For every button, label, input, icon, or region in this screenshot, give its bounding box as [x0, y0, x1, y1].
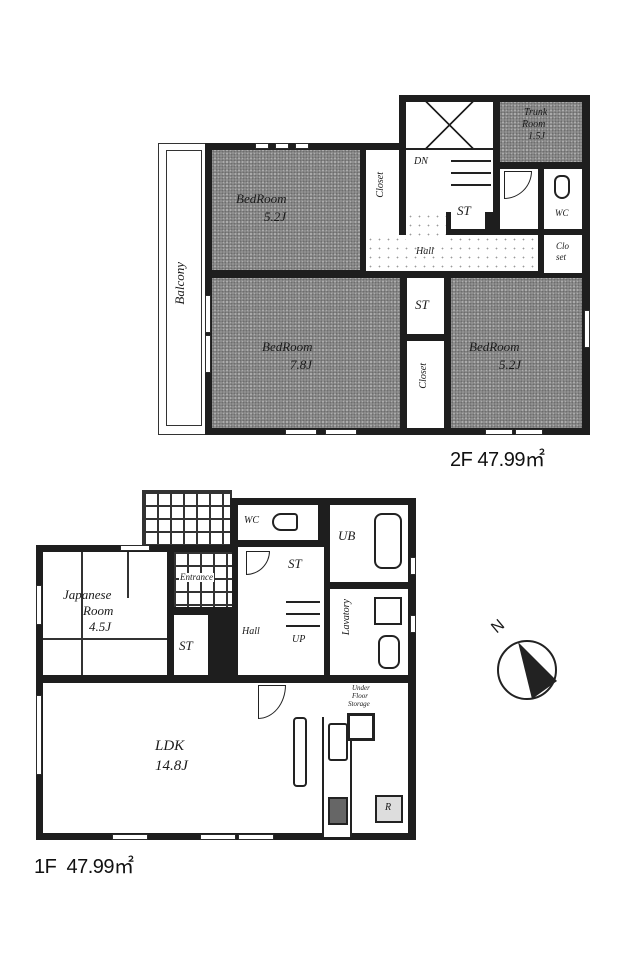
closet-2f-small-line1: Clo — [556, 241, 570, 251]
window — [36, 585, 42, 625]
japanese-room-line2: Room — [83, 603, 114, 618]
bedroom-nw: BedRoom 5.2J — [212, 150, 360, 270]
closet-2f-south: Closet — [407, 341, 444, 428]
storage-1f-hall-label: ST — [288, 556, 302, 571]
stair-up-label: UP — [292, 634, 306, 645]
window — [205, 335, 211, 373]
closet-2f-small-line2: set — [556, 252, 566, 262]
refrigerator-label: R — [385, 802, 392, 813]
window — [238, 834, 274, 840]
closet-2f-south-label: Closet — [418, 363, 429, 389]
closet-2f-small: Clo set — [544, 235, 582, 273]
wc-vestibule — [500, 169, 538, 229]
window — [36, 695, 42, 775]
closet-2f-north: Closet — [366, 150, 399, 238]
washing-machine-icon — [374, 597, 402, 625]
stairs-1f[interactable] — [286, 591, 320, 631]
window — [410, 557, 416, 575]
window — [200, 834, 236, 840]
storage-2f-north-label: ST — [457, 203, 471, 218]
closet-2f-north-label: Closet — [375, 172, 386, 198]
ldk-size: 14.8J — [155, 758, 188, 774]
bedroom-sw-label: BedRoom — [262, 339, 313, 354]
refrigerator: R — [375, 795, 403, 823]
window — [120, 545, 150, 551]
stairs-2f[interactable] — [451, 150, 491, 195]
unit-bath: UB — [330, 505, 408, 582]
area-label-1f: 1F 47.99㎡ — [34, 856, 134, 878]
stair-down-label: DN — [414, 156, 428, 167]
kitchen-counter — [322, 717, 352, 837]
hall-1f-label: Hall — [242, 626, 260, 637]
window — [285, 429, 317, 435]
balcony: Balcony — [158, 143, 210, 435]
window — [112, 834, 148, 840]
entrance-label: Entrance — [179, 572, 214, 583]
trunk-room-size: 1.5J — [528, 131, 545, 142]
storage-2f-north: ST — [451, 195, 485, 229]
window — [515, 429, 543, 435]
ldk-label: LDK — [155, 738, 185, 754]
balcony-label: Balcony — [172, 262, 187, 305]
entrance-porch — [142, 490, 232, 548]
trunk-room-line1: Trunk — [524, 107, 548, 118]
north-arrow-icon — [497, 640, 557, 700]
window — [205, 295, 211, 333]
toilet-icon — [554, 175, 570, 199]
bedroom-sw: BedRoom 7.8J — [212, 278, 400, 428]
bedroom-nw-size: 5.2J — [264, 209, 287, 224]
hall-2f: Hall — [366, 235, 538, 271]
entrance[interactable]: Entrance — [174, 552, 232, 607]
under-floor-storage-line2: Floor — [352, 692, 368, 700]
lavatory-label: Lavatory — [341, 599, 352, 636]
storage-2f-south: ST — [407, 278, 444, 334]
under-floor-storage-line3: Storage — [348, 700, 370, 708]
wc-2f-label: WC — [555, 208, 569, 218]
window — [410, 615, 416, 633]
trunk-room: Trunk Room 1.5J — [500, 102, 582, 162]
area-label-2f: 2F 47.99㎡ — [450, 449, 545, 471]
counter-edge — [293, 717, 307, 787]
japanese-room-size: 4.5J — [89, 619, 112, 634]
window — [295, 143, 309, 149]
window — [485, 429, 513, 435]
compass: N — [485, 615, 565, 705]
storage-1f-entry-label: ST — [179, 638, 193, 653]
bedroom-se-label: BedRoom — [469, 339, 520, 354]
window — [275, 143, 289, 149]
stove-icon — [328, 797, 348, 825]
floor-plan-1f: Japanese Room 4.5J Entrance ST WC Hall S… — [30, 485, 430, 885]
storage-1f-hall: ST — [283, 547, 319, 583]
bedroom-se-size: 5.2J — [499, 357, 522, 372]
under-floor-storage-hatch[interactable] — [347, 713, 375, 741]
japanese-room: Japanese Room 4.5J — [43, 552, 167, 675]
japanese-room-line1: Japanese — [63, 587, 112, 602]
bathtub-icon — [374, 513, 402, 569]
hall-2f-label: Hall — [416, 246, 434, 257]
storage-1f-entry: ST — [174, 615, 208, 675]
hall-2f-upper — [406, 212, 446, 242]
window — [255, 143, 269, 149]
wc-1f: WC — [238, 505, 318, 540]
unit-bath-label: UB — [338, 528, 356, 543]
window — [584, 310, 590, 348]
bedroom-se: BedRoom 5.2J — [451, 278, 582, 428]
storage-2f-south-label: ST — [415, 297, 429, 312]
wc-2f: WC — [544, 169, 582, 229]
washbasin-icon — [378, 635, 400, 669]
window — [325, 429, 357, 435]
bedroom-sw-size: 7.8J — [290, 357, 313, 372]
under-floor-storage-line1: Under — [352, 684, 370, 692]
sink-icon — [328, 723, 348, 761]
lavatory: Lavatory — [330, 589, 408, 675]
stair-down-area: DN — [406, 102, 493, 212]
toilet-icon — [272, 513, 298, 531]
trunk-room-line2: Room — [522, 119, 546, 130]
bedroom-nw-label: BedRoom — [236, 191, 287, 206]
wc-1f-label: WC — [244, 515, 259, 526]
floor-plan-2f: Balcony BedRoom 5.2J Closet DN ST Trunk … — [155, 95, 595, 471]
